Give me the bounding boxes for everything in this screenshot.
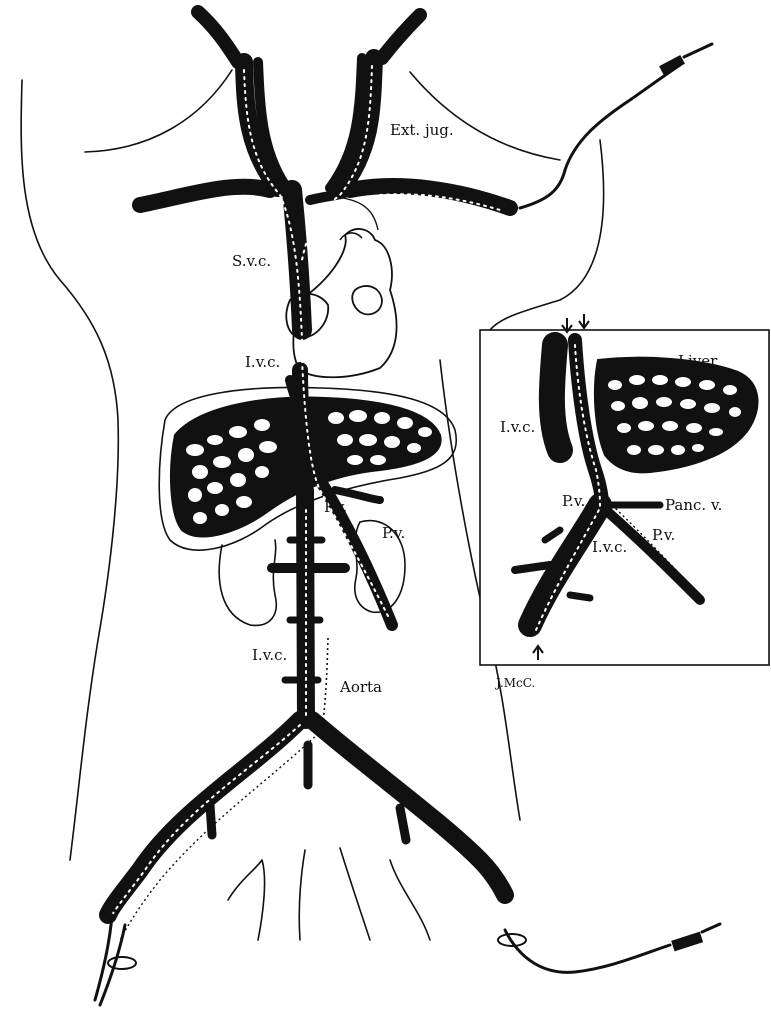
label-pv-center: P.v. — [324, 498, 347, 516]
label-aorta: Aorta — [339, 678, 382, 696]
inset-panel: Liver I.v.c. P.v. Panc. v. P.v. I.v.c. — [480, 314, 769, 665]
venous-system — [108, 12, 510, 915]
inset-label-ivc-bottom: I.v.c. — [592, 538, 627, 556]
inset-label-panc-v: Panc. v. — [665, 496, 722, 514]
inset-label-ivc-top: I.v.c. — [500, 418, 535, 436]
inset-label-pv-right: P.v. — [652, 526, 675, 544]
label-ivc-lower: I.v.c. — [252, 646, 287, 664]
label-svc: S.v.c. — [232, 252, 271, 270]
label-ivc-upper: I.v.c. — [245, 353, 280, 371]
label-pv-right: P.v. — [382, 524, 405, 542]
left-kidney — [219, 540, 276, 625]
inset-label-pv: P.v. — [562, 492, 585, 510]
label-ext-jug: Ext. jug. — [390, 121, 454, 139]
inset-label-liver: Liver — [678, 352, 718, 370]
signature: J.McC. — [494, 676, 535, 690]
